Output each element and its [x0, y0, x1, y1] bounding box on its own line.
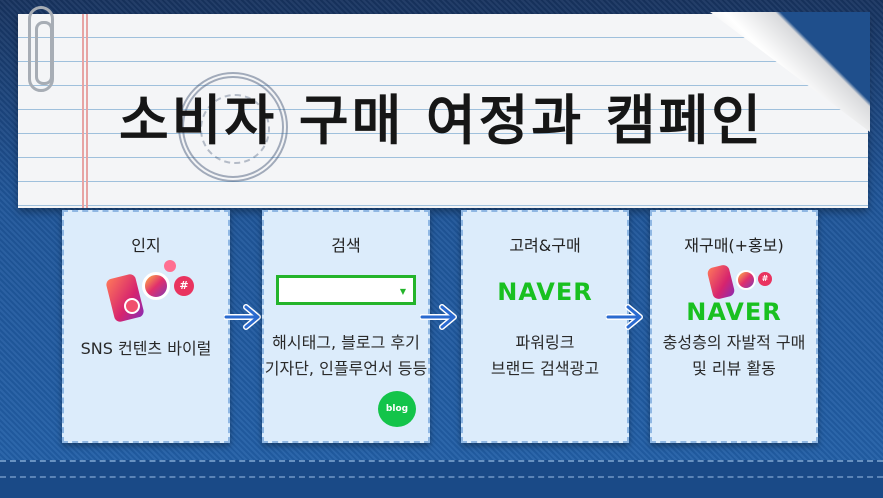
card-description: SNS 컨텐츠 바이럴: [80, 339, 212, 358]
card-title: 인지: [131, 236, 161, 255]
card-description-line-2: 브랜드 검색광고: [490, 359, 600, 378]
stitch-band: [0, 460, 883, 498]
card-description-line-1: 해시태그, 블로그 후기: [272, 333, 420, 352]
notebook-paper: [18, 12, 870, 208]
card-title: 검색: [331, 236, 361, 255]
chevron-down-icon: ▼: [399, 287, 406, 296]
search-input[interactable]: ▼: [276, 275, 416, 305]
blog-icon: blog: [378, 391, 416, 427]
card-search: 검색 ▼ 해시태그, 블로그 후기 기자단, 인플루언서 등등 blog: [262, 210, 430, 443]
naver-logo: NAVER: [497, 278, 593, 306]
paperclip-icon: [28, 6, 54, 92]
card-description-line-1: 충성층의 자발적 구매: [662, 333, 806, 352]
card-description-line-1: 파워링크: [515, 333, 575, 352]
stamp-icon: [178, 72, 288, 182]
page-title: 소비자 구매 여정과 캠페인: [119, 89, 764, 152]
paper-margin-line: [82, 14, 88, 208]
card-description-line-2: 기자단, 인플루언서 등등: [264, 359, 428, 378]
card-awareness: 인지 # SNS 컨텐츠 바이럴: [62, 210, 230, 443]
card-title: 재구매(+홍보): [684, 236, 784, 255]
naver-logo: NAVER: [686, 298, 782, 326]
arrow-right-icon: [420, 304, 457, 330]
social-media-icon: #: [706, 262, 776, 306]
card-consider-purchase: 고려&구매 NAVER 파워링크 브랜드 검색광고: [461, 210, 629, 443]
card-title: 고려&구매: [509, 236, 581, 255]
arrow-right-icon: [606, 304, 643, 330]
card-description-line-2: 및 리뷰 활동: [692, 359, 776, 378]
arrow-right-icon: [224, 304, 261, 330]
card-repurchase: 재구매(+홍보) # NAVER 충성층의 자발적 구매 및 리뷰 활동: [650, 210, 818, 443]
social-media-icon: #: [102, 260, 202, 330]
